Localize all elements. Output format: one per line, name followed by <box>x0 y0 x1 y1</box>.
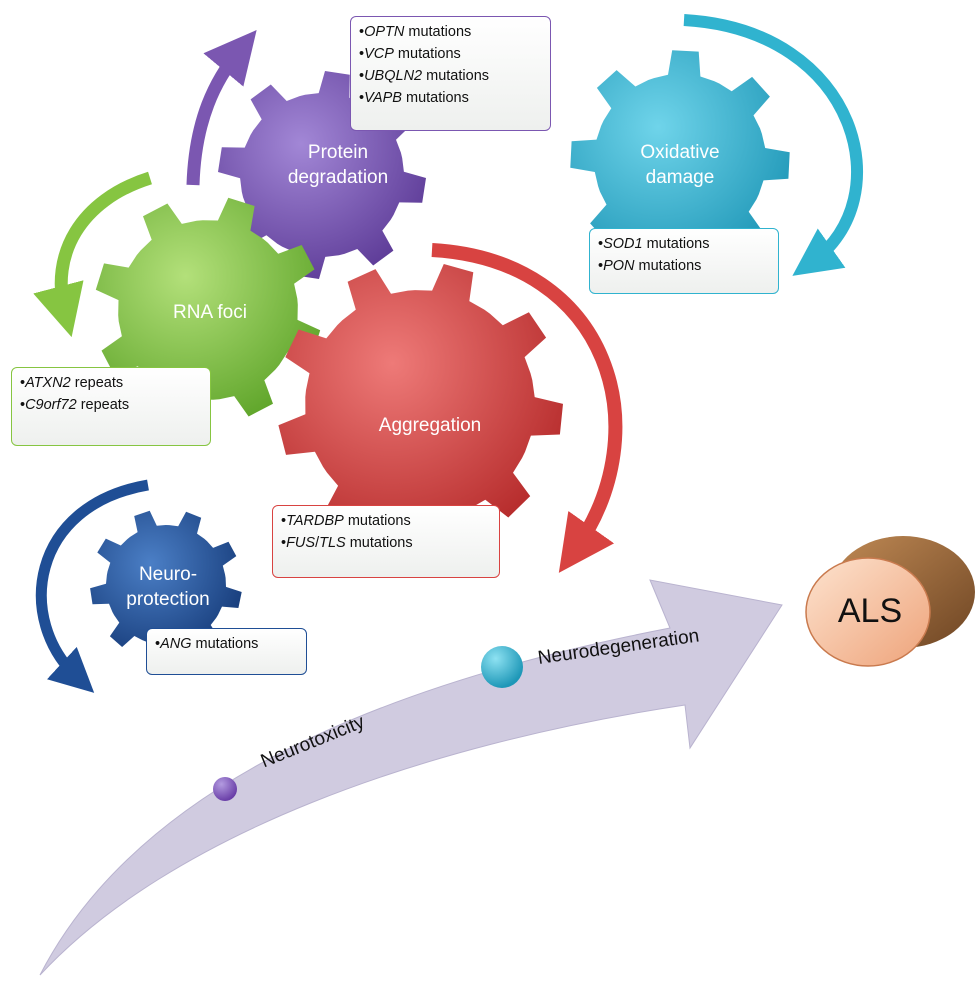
gene-name: SOD1 <box>603 236 643 252</box>
rna-cycle-arrow <box>33 171 153 338</box>
gene-list-item: •FUS/TLS mutations <box>281 532 491 554</box>
gene-separator: / <box>315 535 320 551</box>
neurodegeneration-marker <box>481 646 523 688</box>
aggregation-label: Aggregation <box>378 415 482 436</box>
gene-suffix: mutations <box>191 636 259 652</box>
bullet: • <box>155 636 161 652</box>
gene-name: FUS <box>286 535 316 551</box>
gene-list-item: •SOD1 mutations <box>598 233 770 255</box>
gene-suffix: mutations <box>642 236 710 252</box>
gene-list-item: •PON mutations <box>598 255 770 277</box>
gene-list-item: •UBQLN2 mutations <box>359 65 542 87</box>
bullet: • <box>281 513 287 529</box>
gene-name: TLS <box>319 535 346 551</box>
als-label: ALS <box>837 592 903 630</box>
neuroprotection-label: Neuro-protection <box>126 564 210 610</box>
progression-arrow <box>39 579 783 976</box>
gene-name: ATXN2 <box>25 375 71 391</box>
bullet: • <box>359 90 365 106</box>
gene-list-item: •VAPB mutations <box>359 87 542 109</box>
als-outcome-shape <box>805 536 975 667</box>
gene-name: C9orf72 <box>25 397 77 413</box>
rna-foci-genes-box: •ATXN2 repeats•C9orf72 repeats <box>11 367 211 446</box>
rna-foci-label: RNA foci <box>173 302 247 323</box>
bullet: • <box>359 46 365 62</box>
oxidative-cycle-arrow <box>683 14 863 276</box>
gene-list-item: •VCP mutations <box>359 43 542 65</box>
gene-suffix: mutations <box>401 90 469 106</box>
gene-name: VCP <box>364 46 394 62</box>
gene-suffix: mutations <box>634 258 702 274</box>
gene-suffix: mutations <box>404 24 472 40</box>
gene-name: VAPB <box>364 90 402 106</box>
gene-list-item: •C9orf72 repeats <box>20 394 202 416</box>
aggregation-gear <box>278 264 563 548</box>
gene-name: PON <box>603 258 635 274</box>
gene-suffix: mutations <box>422 68 490 84</box>
gene-name: ANG <box>160 636 192 652</box>
neuroprotection-genes-box: •ANG mutations <box>146 628 307 675</box>
aggregation-cycle-arrow <box>431 243 623 573</box>
neurotoxicity-marker <box>213 777 237 801</box>
bullet: • <box>281 535 287 551</box>
gene-name: OPTN <box>364 24 405 40</box>
gene-list-item: •ANG mutations <box>155 633 298 655</box>
bullet: • <box>20 375 26 391</box>
gene-list-item: •TARDBP mutations <box>281 510 491 532</box>
gene-list-item: •ATXN2 repeats <box>20 372 202 394</box>
gene-suffix: mutations <box>343 513 411 529</box>
bullet: • <box>20 397 26 413</box>
oxidative-damage-gear <box>570 50 790 270</box>
gene-name: TARDBP <box>286 513 344 529</box>
neuroprotection-gear <box>90 510 242 661</box>
protein-cycle-arrow <box>186 30 257 186</box>
gene-suffix: repeats <box>76 397 130 413</box>
bullet: • <box>359 68 365 84</box>
bullet: • <box>598 236 604 252</box>
bullet: • <box>359 24 365 40</box>
oxidative-damage-genes-box: •SOD1 mutations•PON mutations <box>589 228 779 294</box>
gene-suffix: mutations <box>345 535 413 551</box>
protein-degradation-genes-box: •OPTN mutations•VCP mutations•UBQLN2 mut… <box>350 16 551 131</box>
gene-suffix: repeats <box>70 375 124 391</box>
bullet: • <box>598 258 604 274</box>
neuro-cycle-arrow <box>35 479 149 693</box>
gene-name: UBQLN2 <box>364 68 423 84</box>
gene-suffix: mutations <box>393 46 461 62</box>
rna-foci-gear <box>95 197 321 423</box>
aggregation-genes-box: •TARDBP mutations•FUS/TLS mutations <box>272 505 500 578</box>
gene-list-item: •OPTN mutations <box>359 21 542 43</box>
